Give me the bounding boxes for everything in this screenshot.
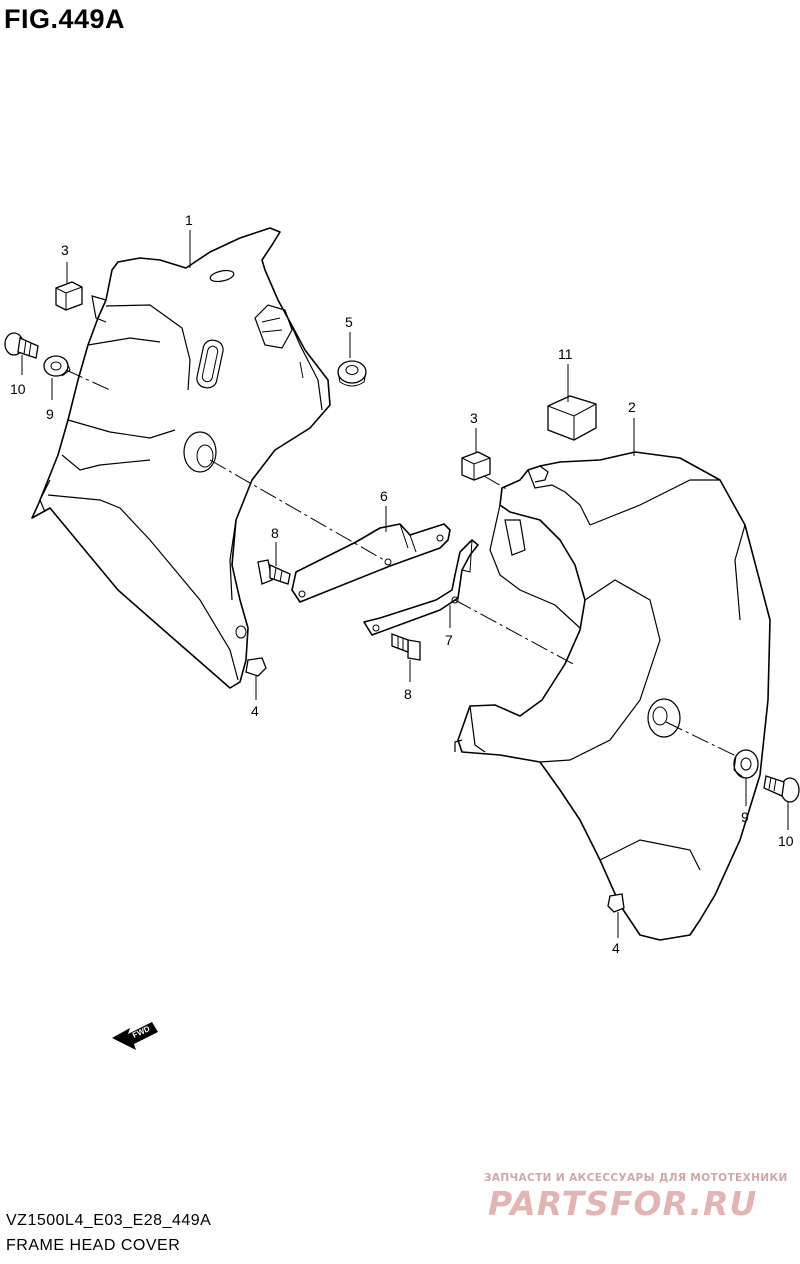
nut-4-right[interactable] (607, 893, 625, 913)
cushion-3-left[interactable] (55, 281, 83, 311)
bolt-8-upper[interactable] (257, 559, 291, 585)
cushion-11[interactable] (547, 395, 597, 441)
callout-11: 11 (558, 346, 573, 362)
grommet-5[interactable] (337, 360, 367, 387)
callout-5: 5 (345, 314, 353, 330)
bracket-7[interactable] (363, 539, 479, 636)
callout-3-right: 3 (470, 410, 478, 426)
grommet-9-left[interactable] (43, 355, 71, 377)
callout-10-right: 10 (778, 833, 794, 849)
figure-title: FIG.449A (4, 4, 126, 34)
bracket-6[interactable] (291, 523, 451, 603)
callout-4-right: 4 (612, 940, 620, 956)
callout-7: 7 (445, 632, 453, 648)
callout-1: 1 (185, 212, 193, 228)
callout-9-left: 9 (46, 406, 54, 422)
callout-4-left: 4 (251, 703, 259, 719)
grommet-9-right[interactable] (733, 749, 759, 779)
bolt-8-lower[interactable] (391, 633, 421, 661)
figure-name: FRAME HEAD COVER (6, 1237, 181, 1254)
nut-4-left[interactable] (245, 657, 267, 677)
fwd-arrow-icon: FWD (112, 1022, 158, 1050)
callout-8-lower: 8 (404, 686, 412, 702)
cushion-3-right[interactable] (461, 451, 491, 481)
left-frame-head-cover[interactable] (31, 227, 331, 689)
model-code: VZ1500L4_E03_E28_449A (6, 1212, 212, 1229)
callout-9-right: 9 (741, 809, 749, 825)
watermark-logo: PARTSFOR.RU (488, 1184, 758, 1223)
right-frame-head-cover[interactable] (454, 451, 771, 941)
watermark-tagline: ЗАПЧАСТИ И АКСЕССУАРЫ ДЛЯ МОТОТЕХНИКИ (484, 1172, 788, 1184)
callout-6: 6 (380, 488, 388, 504)
callout-2: 2 (628, 399, 636, 415)
leader-lines (21, 230, 789, 938)
bolt-10-right[interactable] (763, 775, 800, 803)
callout-8-upper: 8 (271, 525, 279, 541)
callout-10-left: 10 (10, 381, 26, 397)
callout-3-left: 3 (61, 242, 69, 258)
bolt-10-left[interactable] (4, 332, 39, 359)
